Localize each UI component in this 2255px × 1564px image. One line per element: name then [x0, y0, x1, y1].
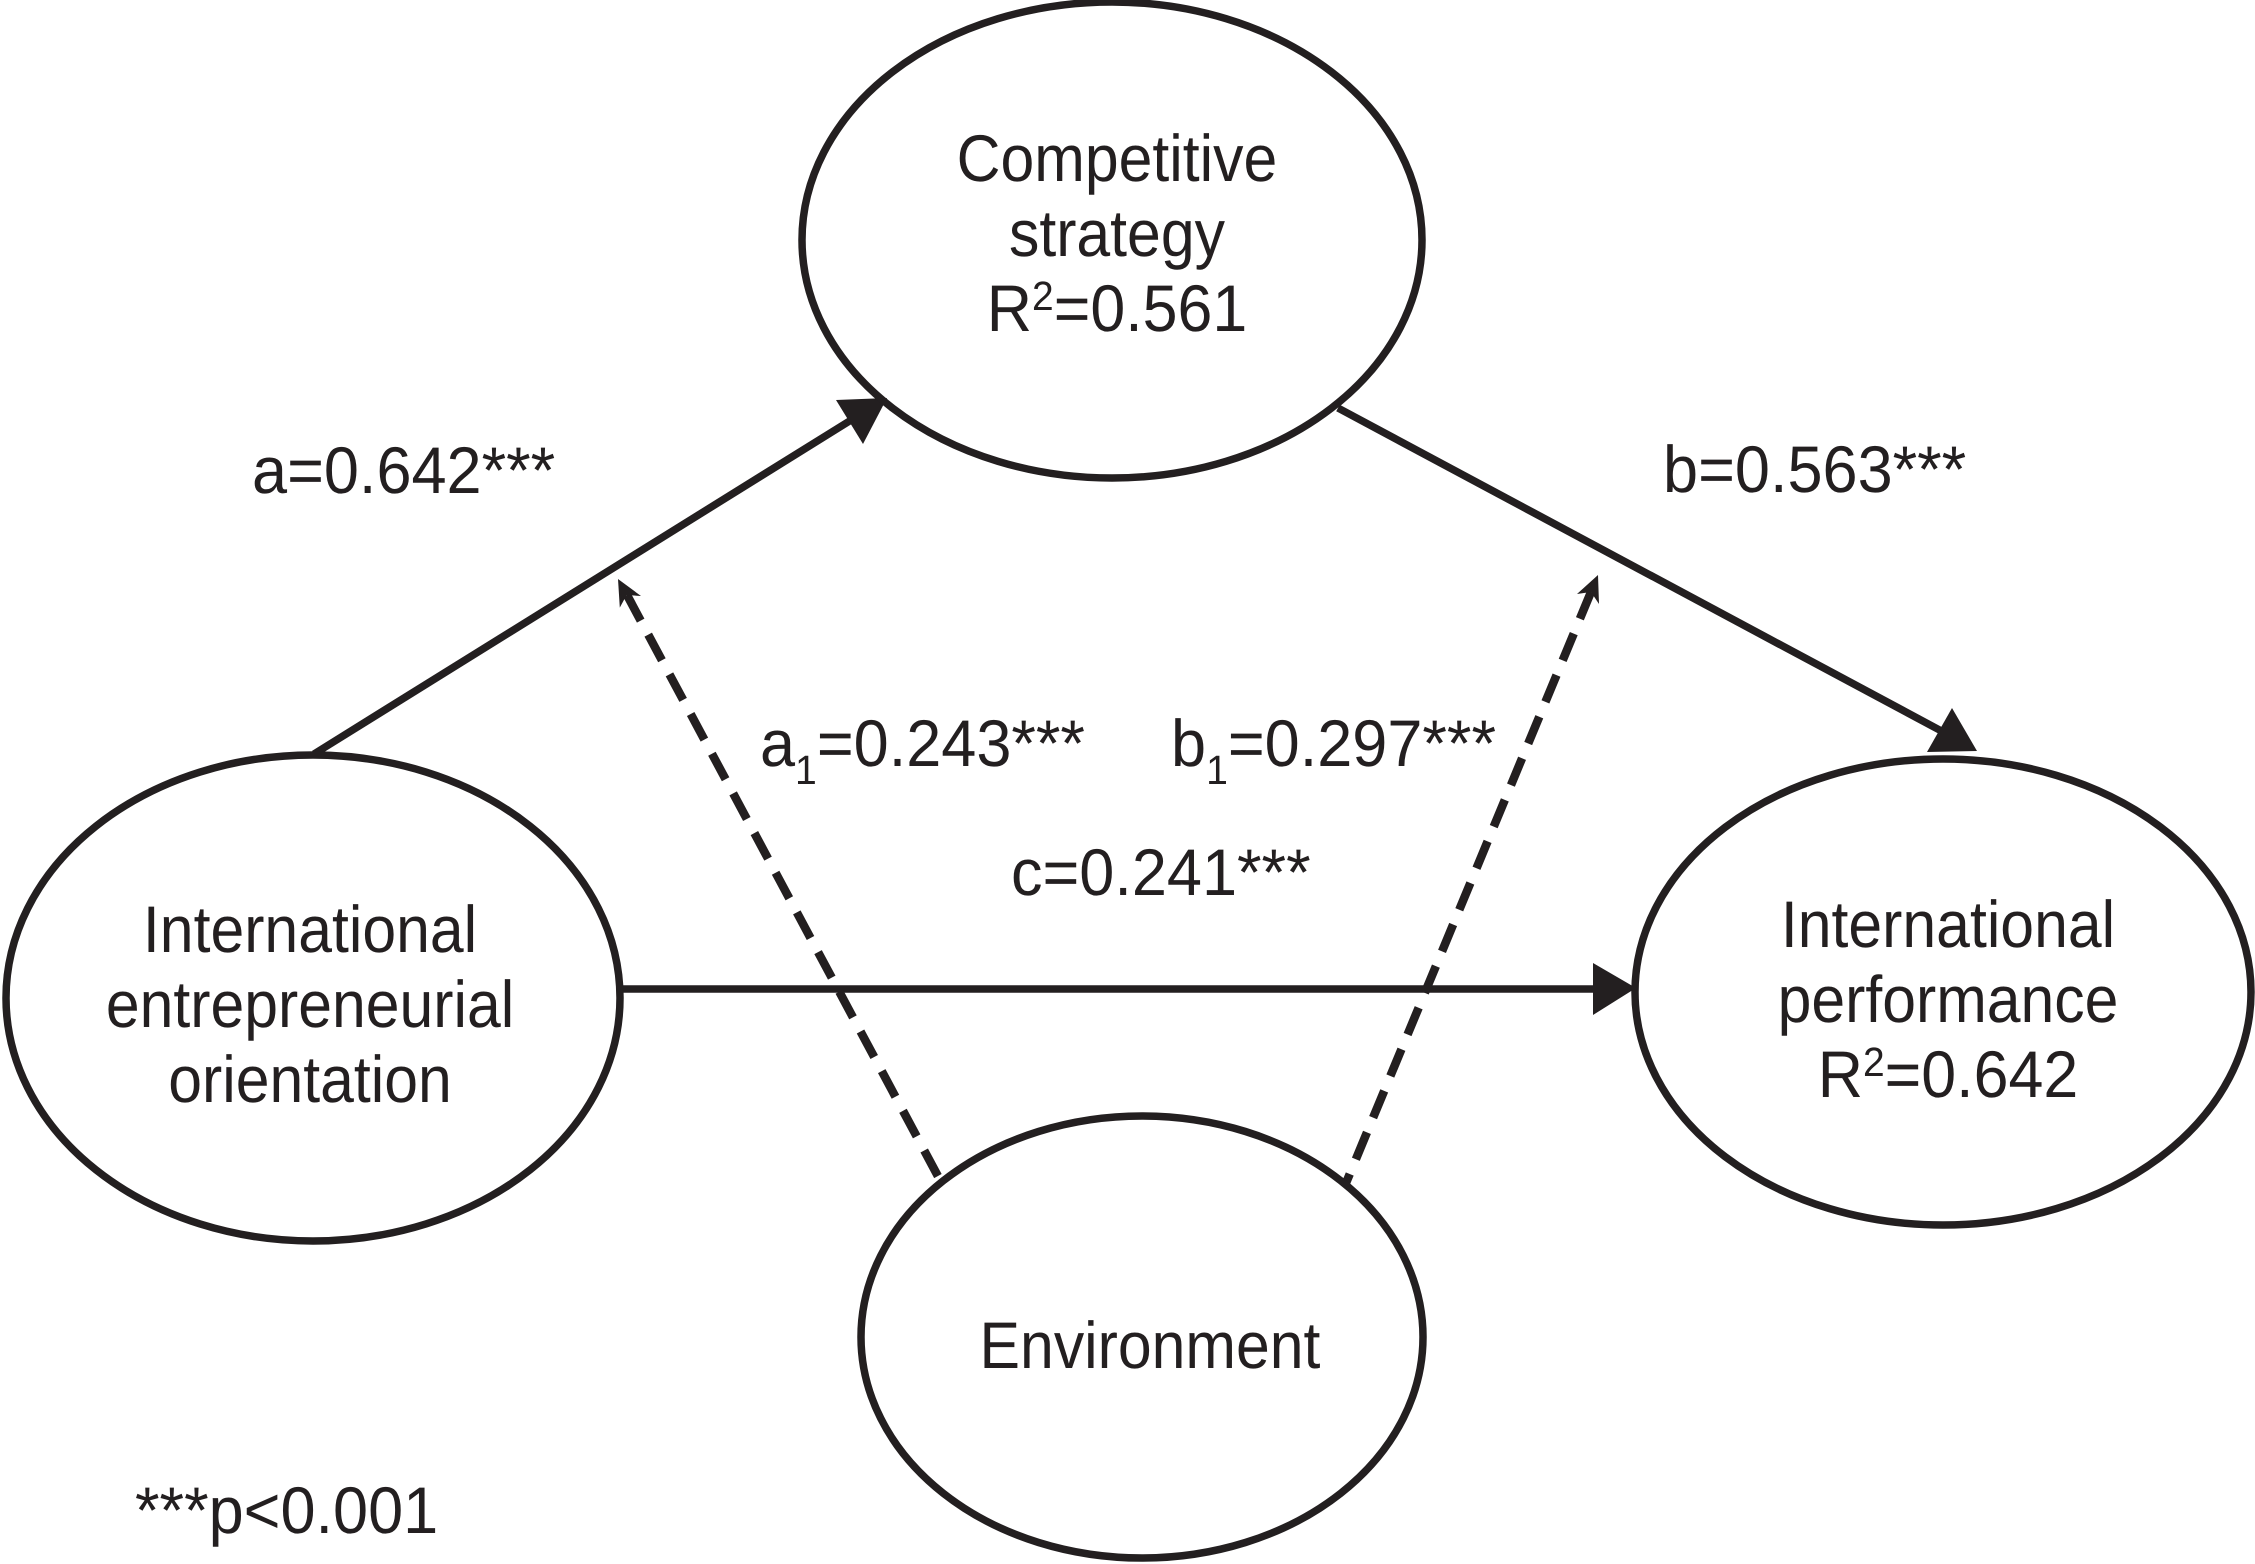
moderation-a1-label: a1=0.243***	[760, 706, 1085, 793]
international-entrepreneurial-orientation-label: International entrepreneurial orientatio…	[106, 892, 514, 1116]
r2-superscript: 2	[1863, 1039, 1885, 1085]
competitive-strategy-label: Competitive strategy R2=0.561	[957, 121, 1278, 345]
b1-value: =0.297***	[1228, 706, 1496, 780]
r2-value: =0.642	[1885, 1037, 2079, 1111]
edge-lines	[312, 404, 1949, 1185]
moderation-a1-arrowhead-icon	[618, 579, 641, 608]
r2-superscript: 2	[1032, 273, 1054, 319]
r2-base: R	[987, 271, 1032, 345]
environment-node	[857, 1112, 1427, 1562]
a1-value: =0.243***	[817, 706, 1085, 780]
international-entrepreneurial-orientation-node	[2, 751, 624, 1245]
competitive-strategy-node	[798, 0, 1426, 482]
path-a-label: a=0.642***	[252, 433, 555, 507]
competitive-strategy-line2: strategy	[1009, 196, 1225, 270]
a1-base: a	[760, 706, 795, 780]
competitive-strategy-r2: R2=0.561	[987, 271, 1247, 345]
path-a-line	[312, 413, 858, 758]
international-performance-label: International performance R2=0.642	[1778, 887, 2119, 1111]
performance-line2: performance	[1778, 962, 2119, 1036]
path-b-line	[1336, 404, 1949, 738]
environment-label: Environment	[980, 1308, 1321, 1382]
significance-footnote: ***p<0.001	[135, 1473, 438, 1547]
international-performance-node	[1631, 755, 2255, 1229]
moderation-a1-line	[623, 592, 944, 1183]
b1-base: b	[1171, 706, 1206, 780]
path-c-label: c=0.241***	[1011, 835, 1311, 909]
ieo-line1: International	[143, 892, 477, 966]
ieo-line2: entrepreneurial	[106, 967, 514, 1041]
moderation-b1-label: b1=0.297***	[1171, 706, 1496, 793]
a1-subscript: 1	[795, 747, 817, 793]
path-c-arrowhead-icon	[1593, 963, 1636, 1015]
ieo-line3: orientation	[168, 1042, 452, 1116]
r2-base: R	[1818, 1037, 1863, 1111]
b1-subscript: 1	[1206, 747, 1228, 793]
moderation-b1-line	[1342, 590, 1595, 1185]
performance-line1: International	[1781, 887, 2115, 961]
path-b-label: b=0.563***	[1663, 432, 1966, 506]
arrowheads	[618, 398, 1977, 1015]
competitive-strategy-line1: Competitive	[957, 121, 1278, 195]
moderation-b1-arrowhead-icon	[1577, 575, 1599, 604]
r2-value: =0.561	[1054, 271, 1248, 345]
performance-r2: R2=0.642	[1818, 1037, 2078, 1111]
path-a-arrowhead-icon	[836, 398, 887, 444]
path-b-arrowhead-icon	[1927, 708, 1977, 752]
diagram-labels: Competitive strategy R2=0.561 Internatio…	[106, 121, 2119, 1547]
